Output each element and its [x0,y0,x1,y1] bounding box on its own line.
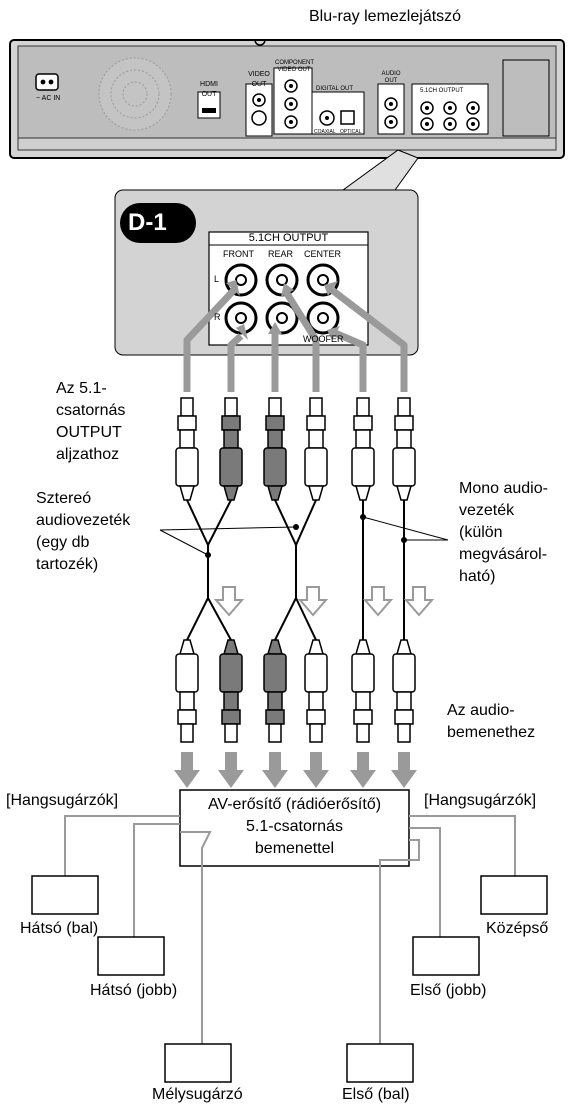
plug-4-lower [304,639,328,743]
hdmi-out-label: HDMI OUT [200,81,218,98]
arrow-heads-up [226,280,340,340]
player-title: Blu-ray lemezlejátszó [309,8,462,25]
mono-cable-line5: ható) [459,568,496,585]
output-panel-title: 5.1CH OUTPUT [248,232,329,244]
speaker-center-label: Középső [486,920,549,937]
ac-in-label: ~ AC IN [36,95,61,102]
fan-grille [98,57,172,131]
plug-2-lower [219,639,243,743]
col-front-label: FRONT [223,249,254,259]
plug-6-upper [392,397,416,501]
col-center-label: CENTER [304,249,342,259]
plug-1-lower [175,639,199,743]
amplifier-line3: bemenettel [254,840,335,857]
upper-plugs [175,397,416,501]
woofer-label: WOOFER [303,334,344,344]
ac-inlet [35,73,59,91]
stereo-cable-line2: audiovezeték [36,512,131,529]
lower-plugs [175,639,416,743]
row-l-label: L [214,274,220,284]
speaker-rear-left-label: Hátsó (bal) [20,920,99,937]
speaker-rear-right [97,936,165,976]
mono-cable-line3: (külön [459,524,503,541]
to-output-line1: Az 5.1- [56,380,107,397]
speaker-subwoofer-label: Mélysugárzó [152,1086,243,1103]
bluray-player [9,39,565,159]
audio-out-label: AUDIO OUT [381,71,401,84]
stereo-cable-line1: Sztereó [36,490,92,507]
badge-text: D-1 [128,209,167,236]
row-r-label: R [214,312,221,322]
to-output-line3: OUTPUT [56,424,122,441]
ch51-small-label: 5.1CH OUTPUT [420,88,464,94]
cables [186,499,405,641]
plug-1-upper [175,397,199,501]
plug-5-lower [351,639,375,743]
direction-arrows [213,586,435,617]
col-rear-label: REAR [268,249,294,259]
connection-arrows-up [183,287,408,392]
stereo-cable-line3: (egy db [36,534,90,551]
plug-4-upper [304,397,328,501]
speaker-wires [64,815,516,1044]
speaker-subwoofer [164,1043,232,1083]
amplifier-box [179,789,410,867]
mono-cable-line2: vezeték [459,502,515,519]
coaxial-label: COAXIAL [314,129,336,135]
amplifier-line1: AV-erősítő (rádióerősítő) [207,796,382,813]
mono-cable-line4: megvásárol- [459,546,548,563]
component-out-label: COMPONENT VIDEO OUT [275,60,314,73]
speaker-boxes [31,875,548,1083]
speaker-front-right-label: Első (jobb) [410,982,487,999]
stereo-cable-line4: tartozék) [36,556,99,573]
speaker-rear-right-label: Hátsó (jobb) [90,982,178,999]
speaker-front-right [412,936,480,976]
plug-3-lower [263,639,287,743]
audio-in-line2: bemenethez [447,724,536,741]
video-out-label: VIDEO OUT [248,71,270,88]
speaker-front-left [346,1043,414,1083]
speaker-rear-left [31,875,99,915]
plug-5-upper [351,397,375,501]
speaker-front-left-label: Első (bal) [342,1086,410,1103]
plug-3-upper [263,397,287,501]
plug-6-lower [392,639,416,743]
digital-out-label: DIGITAL OUT [316,86,354,92]
plug-2-upper [219,397,243,501]
audio-in-line1: Az audio- [447,702,515,719]
cable-dots [205,514,407,558]
mono-cable-line1: Mono audio- [459,480,548,497]
d1-badge [120,203,196,243]
speakers-left-label: [Hangsugárzók] [6,792,119,809]
to-output-line4: aljzathoz [56,446,120,463]
amplifier-line2: 5.1-csatornás [246,818,343,835]
jack-woofer [306,301,340,335]
to-output-line2: csatornás [56,402,126,419]
speakers-right-label: [Hangsugárzók] [424,792,537,809]
arrows-down-to-amplifier [174,752,417,788]
optical-label: OPTICAL [340,129,362,135]
leader-lines [159,516,449,556]
speaker-center [480,875,548,915]
